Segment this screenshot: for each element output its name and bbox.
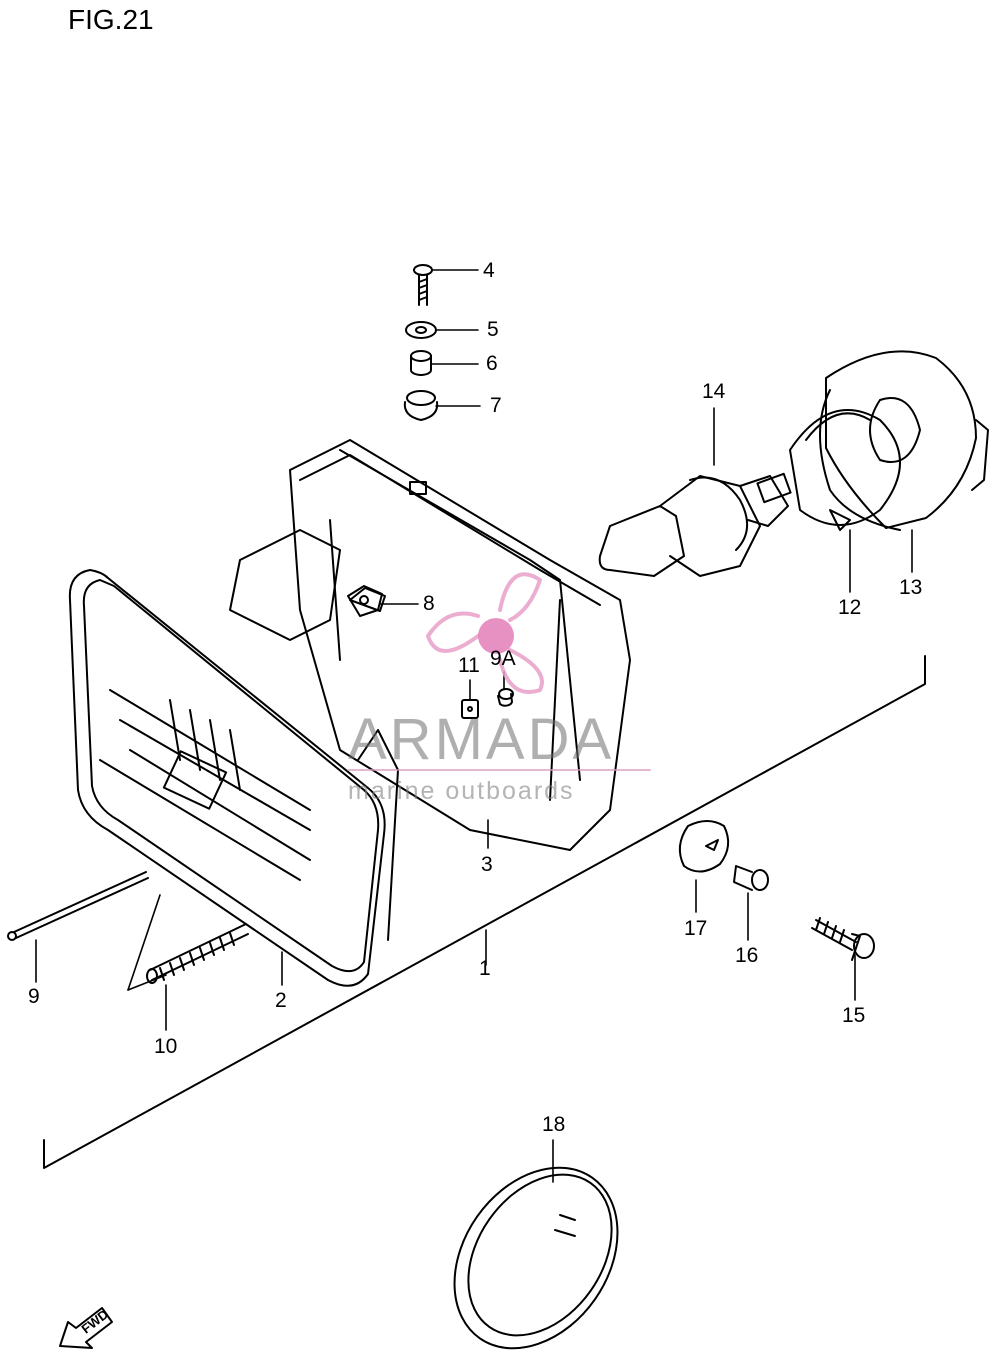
callout-11: 11	[458, 654, 480, 677]
callout-8: 8	[423, 592, 435, 615]
callout-17: 17	[684, 917, 708, 940]
fwd-arrow-icon	[59, 1307, 113, 1349]
part-8-nut	[347, 585, 383, 617]
watermark-subtitle: marine outboards	[348, 777, 575, 805]
callout-3: 3	[481, 853, 493, 876]
part-14-bulb	[598, 472, 792, 577]
callout-10: 10	[154, 1035, 178, 1058]
part-9-adjusting-screw	[7, 871, 149, 941]
figure-title: FIG.21	[68, 4, 154, 35]
callout-16: 16	[735, 944, 759, 967]
part-5-washer	[405, 321, 437, 339]
callout-13: 13	[899, 576, 923, 599]
part-2-lens-unit	[68, 569, 399, 987]
leader-lines	[35, 269, 913, 1183]
part-11-nut	[461, 699, 479, 719]
part-16-collar	[733, 865, 769, 891]
part-15-bolt	[811, 917, 875, 961]
part-13-cover	[819, 350, 989, 531]
part-7-grommet	[403, 390, 439, 421]
callout-15: 15	[842, 1004, 866, 1027]
assembly-bracket-line	[43, 655, 926, 1169]
part-18-cap	[453, 1166, 619, 1350]
callout-7: 7	[490, 394, 502, 417]
callout-14: 14	[702, 380, 726, 403]
part-17-grommet	[678, 820, 730, 873]
part-6-collar	[410, 350, 432, 376]
watermark-logo-icon	[426, 572, 544, 694]
callout-2: 2	[275, 989, 287, 1012]
callout-12: 12	[838, 596, 862, 619]
callout-9A: 9A	[490, 647, 516, 670]
part-10-spring	[146, 923, 249, 984]
callout-9: 9	[28, 985, 40, 1008]
callout-1: 1	[479, 957, 491, 980]
callout-18: 18	[542, 1113, 566, 1136]
part-9A-collar	[497, 688, 514, 707]
watermark-brand: ARMADA	[348, 707, 615, 772]
callout-6: 6	[486, 352, 498, 375]
part-3-housing	[229, 439, 631, 851]
part-4-screw	[413, 264, 433, 306]
callout-5: 5	[487, 318, 499, 341]
part-12-socket	[789, 409, 901, 531]
callout-4: 4	[483, 259, 495, 282]
